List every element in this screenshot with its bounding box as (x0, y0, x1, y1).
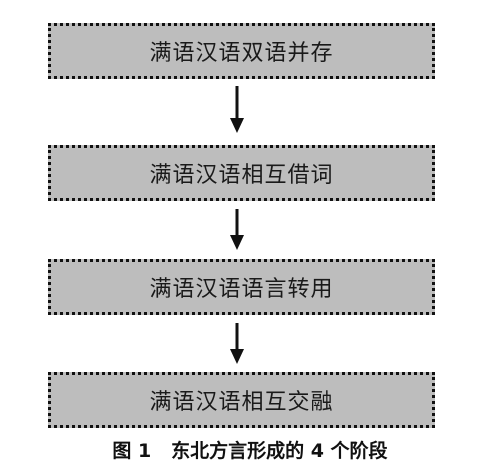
down-arrow-2 (230, 209, 244, 250)
stage-label-3: 满语汉语语言转用 (149, 277, 334, 302)
stage-box-4: 满语汉语相互交融 (48, 372, 435, 428)
stage-label-2: 满语汉语相互借词 (149, 163, 334, 188)
down-arrow-1 (230, 86, 244, 133)
stage-box-1: 满语汉语双语并存 (48, 23, 435, 79)
stage-label-4: 满语汉语相互交融 (149, 390, 334, 415)
figure-caption: 图 1 东北方言形成的 4 个阶段 (112, 440, 388, 462)
stage-label-1: 满语汉语双语并存 (149, 41, 334, 66)
stage-box-2: 满语汉语相互借词 (48, 145, 435, 201)
stage-box-3: 满语汉语语言转用 (48, 259, 435, 315)
down-arrow-3 (230, 323, 244, 364)
